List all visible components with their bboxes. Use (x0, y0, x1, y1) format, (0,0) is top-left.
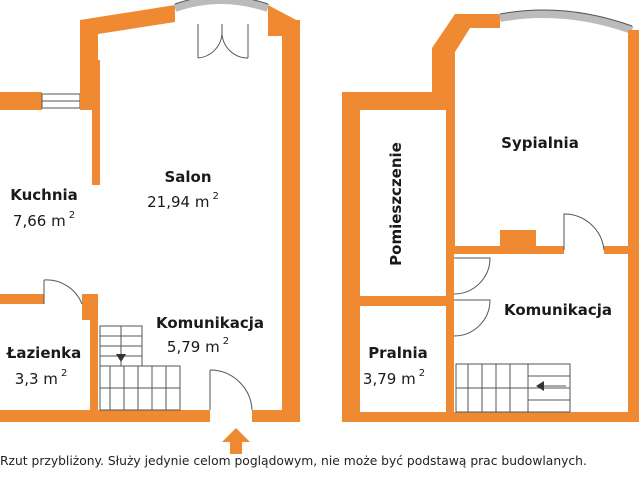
ground-floor (0, 0, 300, 422)
wall-top-sypialnia (432, 14, 500, 250)
wall-kitchen-salon (92, 60, 100, 185)
stairs-ground (99, 325, 181, 411)
wall-top-kitchen (0, 92, 42, 110)
wall-right-upper (628, 30, 639, 422)
room-name-pomieszczenie: Pomieszczenie (387, 142, 405, 266)
wall-sypialnia-bottom (454, 246, 564, 254)
upper-window (499, 10, 634, 34)
disclaimer-note: Rzut przybliżony. Służy jedynie celom po… (0, 454, 587, 468)
wall-pomieszczenie-bottom (342, 296, 454, 306)
wall-bottom-upper (342, 412, 639, 422)
room-name-pralnia: Pralnia (368, 344, 428, 362)
wall-bathroom-right (90, 320, 98, 412)
stairs-upper (455, 363, 571, 413)
room-name-komunikacja-upper: Komunikacja (504, 301, 612, 319)
room-name-sypialnia: Sypialnia (501, 134, 579, 152)
room-name-komunikacja-ground: Komunikacja (156, 314, 264, 332)
wall-pomieszczenie-right (446, 110, 454, 296)
room-name-kuchnia: Kuchnia (10, 186, 78, 204)
entrance-door (209, 369, 253, 411)
entrance-arrow-icon (222, 428, 250, 454)
pomieszczenie-door (453, 257, 491, 295)
wall-bathroom-top (0, 294, 44, 304)
room-name-lazienka: Łazienka (6, 344, 82, 362)
bay-window (173, 0, 270, 12)
bathroom-door (43, 279, 83, 305)
wall-top-upper (342, 92, 432, 110)
wall-bottom-ground (0, 410, 210, 422)
salon-double-door (197, 24, 249, 59)
wall-left-upper (342, 92, 360, 422)
wall-top-salon (80, 5, 175, 60)
upper-floor (342, 9, 639, 422)
wall-pralnia-right (446, 296, 454, 416)
sypialnia-door (563, 213, 605, 251)
wall-right-ground (282, 20, 300, 420)
pralnia-door (453, 299, 491, 337)
room-name-salon: Salon (164, 168, 211, 186)
